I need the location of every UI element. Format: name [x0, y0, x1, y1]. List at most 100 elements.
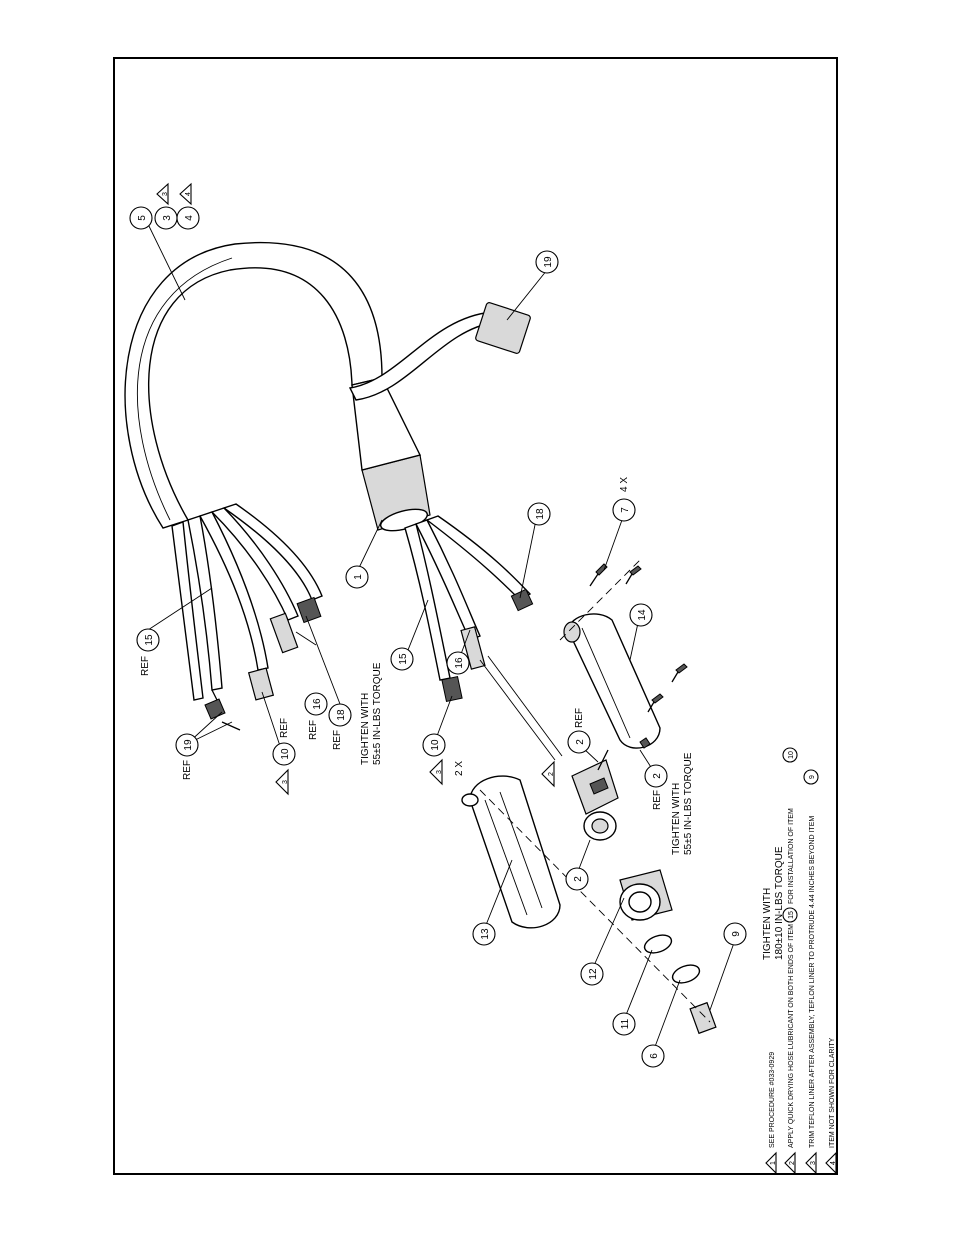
flag-4-top: 4 — [179, 182, 192, 206]
svg-text:4 X: 4 X — [619, 477, 630, 492]
balloon-19-top: 19 — [535, 250, 559, 274]
svg-text:14: 14 — [637, 609, 648, 621]
svg-text:TIGHTEN WITH: TIGHTEN WITH — [360, 693, 371, 765]
svg-text:3: 3 — [810, 1161, 817, 1165]
balloon-14: 14 — [629, 603, 653, 627]
balloon-2: 2 — [565, 867, 589, 891]
svg-text:9: 9 — [809, 775, 816, 779]
balloon-7: 7 — [612, 498, 636, 522]
balloon-18-left: 18 — [328, 703, 352, 727]
svg-text:1: 1 — [353, 574, 364, 580]
flag-3-left: 3 — [275, 768, 289, 796]
svg-text:6: 6 — [649, 1053, 660, 1059]
svg-text:10: 10 — [430, 739, 441, 751]
handle-parts — [461, 559, 717, 1035]
hose-assembly — [124, 241, 563, 761]
balloon-15-right: 15 — [390, 647, 414, 671]
svg-text:REF: REF — [332, 730, 343, 750]
balloon-13: 13 — [472, 922, 496, 946]
svg-text:5: 5 — [137, 215, 148, 221]
svg-text:15: 15 — [398, 653, 409, 665]
svg-text:18: 18 — [535, 508, 546, 520]
svg-text:3: 3 — [436, 770, 443, 774]
svg-text:TRIM TEFLON LINER AFTER ASSEMB: TRIM TEFLON LINER AFTER ASSEMBLY, TEFLON… — [809, 816, 816, 1148]
svg-text:1: 1 — [770, 1161, 777, 1165]
balloon-10-left: 10 — [272, 742, 296, 766]
svg-text:10: 10 — [280, 748, 291, 760]
flag-3-mid: 3 — [429, 758, 443, 786]
svg-text:15: 15 — [788, 911, 795, 919]
svg-text:TIGHTEN WITH: TIGHTEN WITH — [671, 783, 682, 855]
balloon-10-mid: 10 — [422, 733, 446, 757]
svg-text:SEE PROCEDURE #033-0929: SEE PROCEDURE #033-0929 — [769, 1052, 776, 1148]
svg-text:7: 7 — [620, 507, 631, 513]
torque-note-180: TIGHTEN WITH 180±10 IN-LBS TORQUE — [762, 846, 785, 960]
balloon-18-right: 18 — [527, 502, 551, 526]
svg-text:REF: REF — [140, 656, 151, 676]
screw-set — [589, 563, 688, 713]
svg-text:2: 2 — [573, 876, 584, 882]
svg-text:REF: REF — [652, 790, 663, 810]
svg-text:4: 4 — [185, 192, 192, 196]
svg-text:18: 18 — [336, 709, 347, 721]
svg-text:16: 16 — [454, 657, 465, 669]
balloon-15-left: 15 — [136, 628, 160, 652]
svg-text:4: 4 — [184, 215, 195, 221]
svg-text:APPLY QUICK DRYING HOSE LUBRIC: APPLY QUICK DRYING HOSE LUBRICANT ON BOT… — [788, 924, 795, 1148]
svg-text:TIGHTEN WITH: TIGHTEN WITH — [762, 888, 773, 960]
svg-text:2 X: 2 X — [454, 761, 465, 776]
balloon-12: 12 — [580, 962, 604, 986]
svg-text:2: 2 — [575, 739, 586, 745]
balloon-2-ref-top: 2 — [567, 730, 591, 754]
note-1: 1 SEE PROCEDURE #033-0929 — [765, 1052, 777, 1175]
balloon-callouts: 5 3 4 19 1 18 7 15 15 16 16 18 10 19 10 … — [129, 206, 747, 1068]
svg-text:3: 3 — [282, 780, 289, 784]
balloon-4: 4 — [176, 206, 200, 230]
balloon-2-ref-bot: 2 — [644, 764, 668, 788]
balloon-16-right: 16 — [446, 651, 470, 675]
balloon-5: 5 — [129, 206, 153, 230]
balloon-19-left: 19 — [175, 733, 199, 757]
balloon-9: 9 — [723, 922, 747, 946]
balloon-6: 6 — [641, 1044, 665, 1068]
svg-text:REF: REF — [182, 760, 193, 780]
note-4: 4 ITEM NOT SHOWN FOR CLARITY — [825, 1037, 837, 1175]
delta-flags: 3 4 3 3 2 — [156, 182, 555, 796]
svg-text:19: 19 — [183, 739, 194, 751]
note-3: 3 TRIM TEFLON LINER AFTER ASSEMBLY, TEFL… — [803, 769, 819, 1175]
torque-note-55-left: TIGHTEN WITH 55±5 IN-LBS TORQUE — [360, 662, 383, 765]
svg-text:REF: REF — [308, 720, 319, 740]
svg-text:11: 11 — [620, 1018, 631, 1029]
svg-text:180±10 IN-LBS TORQUE: 180±10 IN-LBS TORQUE — [774, 846, 785, 960]
drawing-labels: REF REF REF REF REF REF REF 4 X 2 X TIGH… — [140, 477, 785, 960]
svg-text:19: 19 — [543, 256, 554, 268]
svg-text:9: 9 — [731, 931, 742, 937]
balloon-11: 11 — [612, 1012, 636, 1036]
svg-text:2: 2 — [789, 1161, 796, 1165]
svg-text:55±5 IN-LBS TORQUE: 55±5 IN-LBS TORQUE — [372, 662, 383, 765]
svg-text:4: 4 — [830, 1161, 837, 1165]
notes-block: 1 SEE PROCEDURE #033-0929 2 APPLY QUICK … — [765, 747, 837, 1175]
balloon-1: 1 — [345, 565, 369, 589]
svg-text:55±5 IN-LBS TORQUE: 55±5 IN-LBS TORQUE — [683, 752, 694, 855]
flag-3-top: 3 — [156, 182, 169, 206]
svg-text:ITEM NOT SHOWN FOR CLARITY: ITEM NOT SHOWN FOR CLARITY — [829, 1037, 836, 1148]
svg-text:2: 2 — [548, 772, 555, 776]
svg-text:16: 16 — [312, 698, 323, 710]
svg-text:13: 13 — [480, 928, 491, 940]
svg-text:REF: REF — [279, 718, 290, 738]
flag-2: 2 — [541, 760, 555, 788]
note-2: 2 APPLY QUICK DRYING HOSE LUBRICANT ON B… — [782, 747, 798, 1175]
torque-note-55-right: TIGHTEN WITH 55±5 IN-LBS TORQUE — [671, 752, 694, 855]
svg-text:3: 3 — [162, 215, 173, 221]
svg-text:REF: REF — [574, 708, 585, 728]
svg-text:15: 15 — [144, 634, 155, 646]
balloon-16-left: 16 — [304, 692, 328, 716]
svg-text:12: 12 — [588, 968, 599, 980]
balloon-3: 3 — [154, 206, 178, 230]
svg-text:2: 2 — [652, 773, 663, 779]
svg-text:3: 3 — [162, 192, 169, 196]
svg-text:FOR INSTALLATION OF ITEM: FOR INSTALLATION OF ITEM — [788, 808, 795, 904]
svg-text:10: 10 — [788, 751, 795, 759]
